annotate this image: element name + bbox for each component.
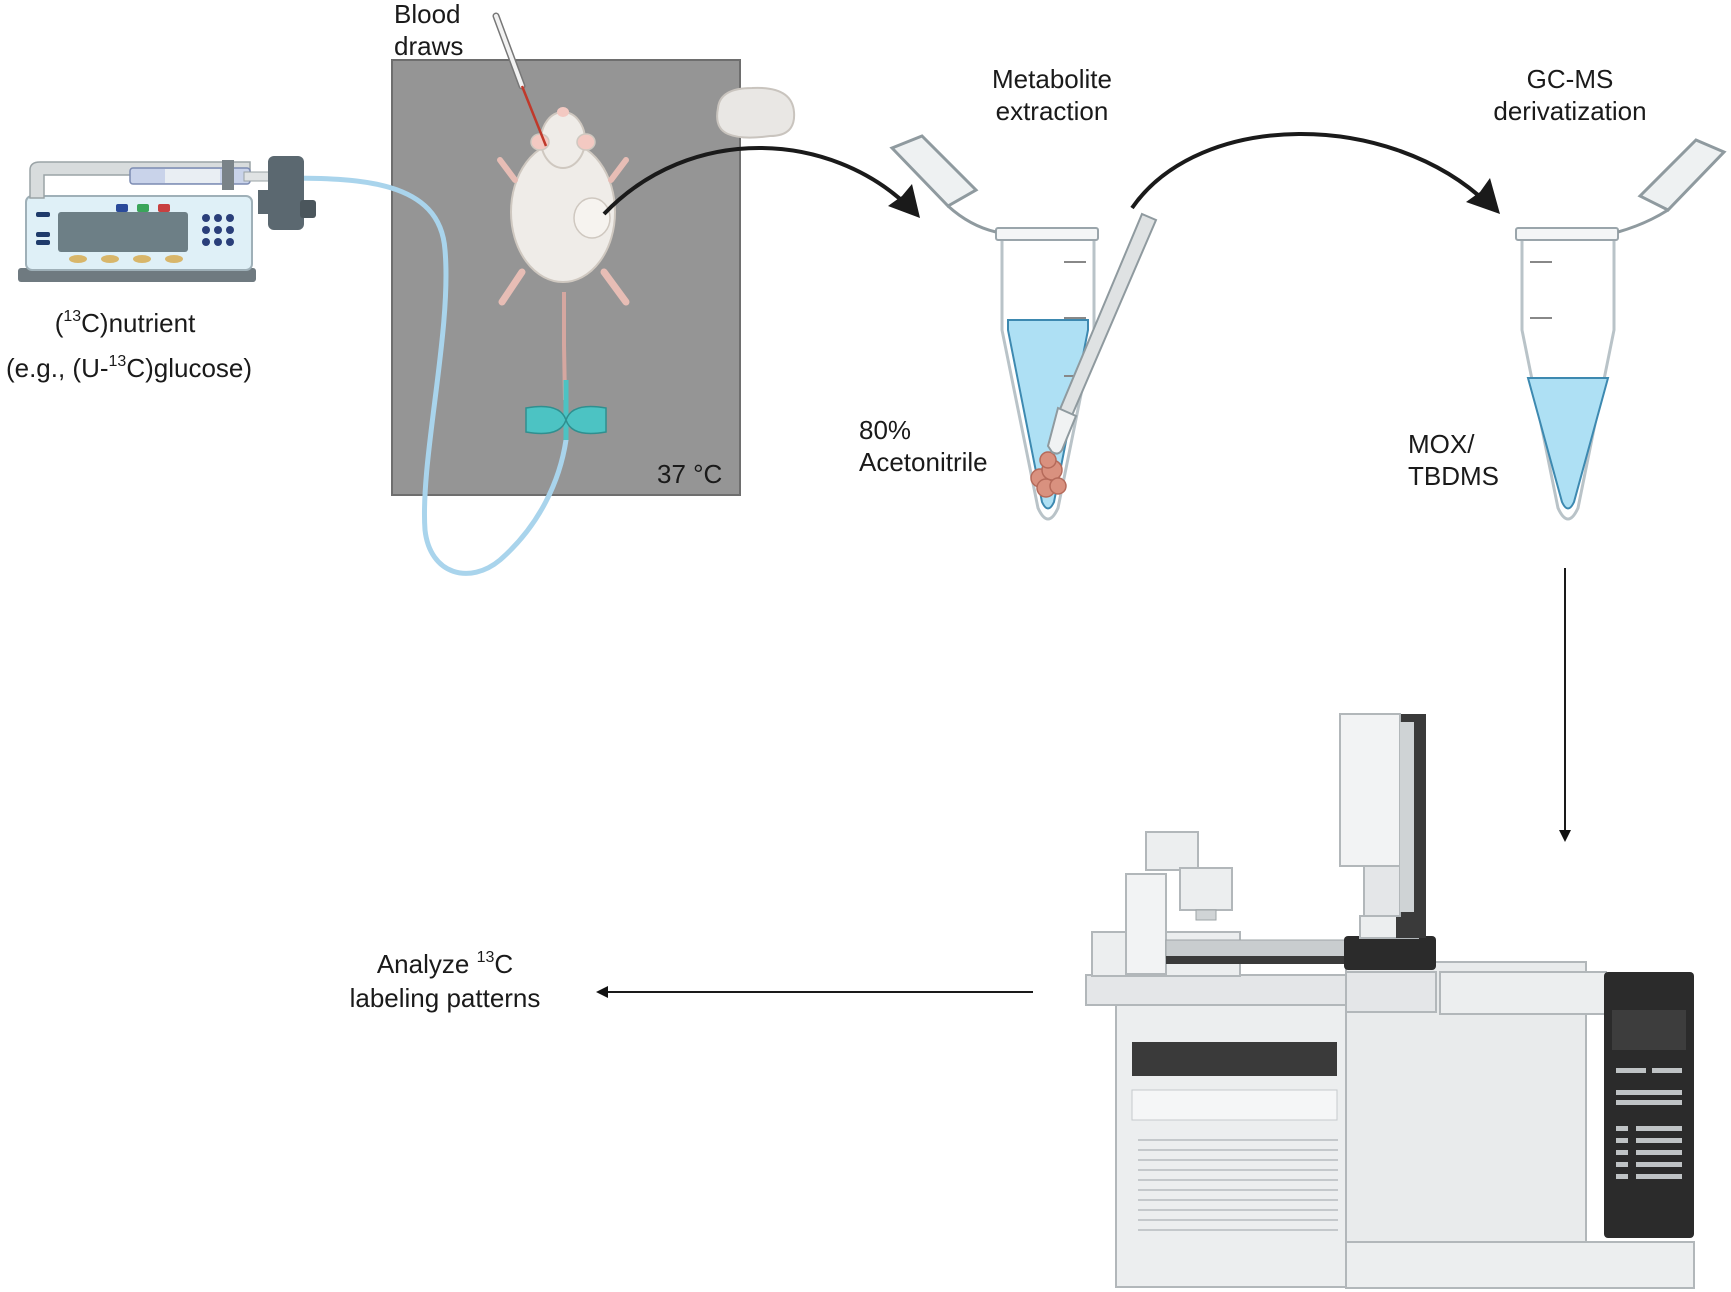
example-suffix: C)glucose)	[126, 353, 253, 383]
homogenizer-pestle-icon	[1046, 212, 1158, 455]
gcms-derivatization-label: GC-MS derivatization	[1493, 64, 1647, 126]
nutrient-isotope: 13	[63, 308, 82, 325]
mox-tbdms-label: MOX/ TBDMS	[1408, 429, 1499, 491]
arrow-icon	[1130, 132, 1500, 214]
tissue-icon	[716, 86, 796, 139]
analyze-prefix: Analyze	[376, 949, 477, 979]
extraction-tube-icon	[889, 134, 1099, 521]
blood-draws-label: Blood draws	[394, 0, 464, 61]
syringe-pump-icon	[18, 156, 316, 282]
blood-draw-needle-icon	[492, 12, 548, 147]
metabolite-extraction-label: Metabolite extraction	[992, 64, 1112, 126]
mouse-icon	[497, 107, 630, 401]
butterfly-needle-icon	[525, 380, 607, 440]
arrow-icon	[602, 146, 920, 218]
infusion-tube-icon	[277, 175, 569, 576]
derivatization-tube-icon	[1515, 138, 1727, 521]
example-isotope: 13	[108, 353, 127, 370]
nutrient-suffix: C)nutrient	[81, 308, 196, 338]
analyze-suffix: C	[494, 949, 514, 979]
labeling-patterns-label: labeling patterns	[349, 983, 541, 1013]
gc-ms-instrument-icon	[1085, 713, 1695, 1289]
nutrient-label: (13C)nutrient	[20, 307, 230, 339]
acetonitrile-label: 80% Acetonitrile	[859, 415, 988, 477]
temperature-label: 37 °C	[657, 459, 723, 489]
example-prefix: (e.g., (U-	[5, 353, 109, 383]
glucose-example-label: (e.g., (U-13C)glucose)	[0, 352, 258, 384]
analyze-label: Analyze 13C	[330, 948, 560, 980]
analyze-isotope: 13	[476, 949, 495, 966]
nutrient-prefix: (	[54, 308, 64, 338]
